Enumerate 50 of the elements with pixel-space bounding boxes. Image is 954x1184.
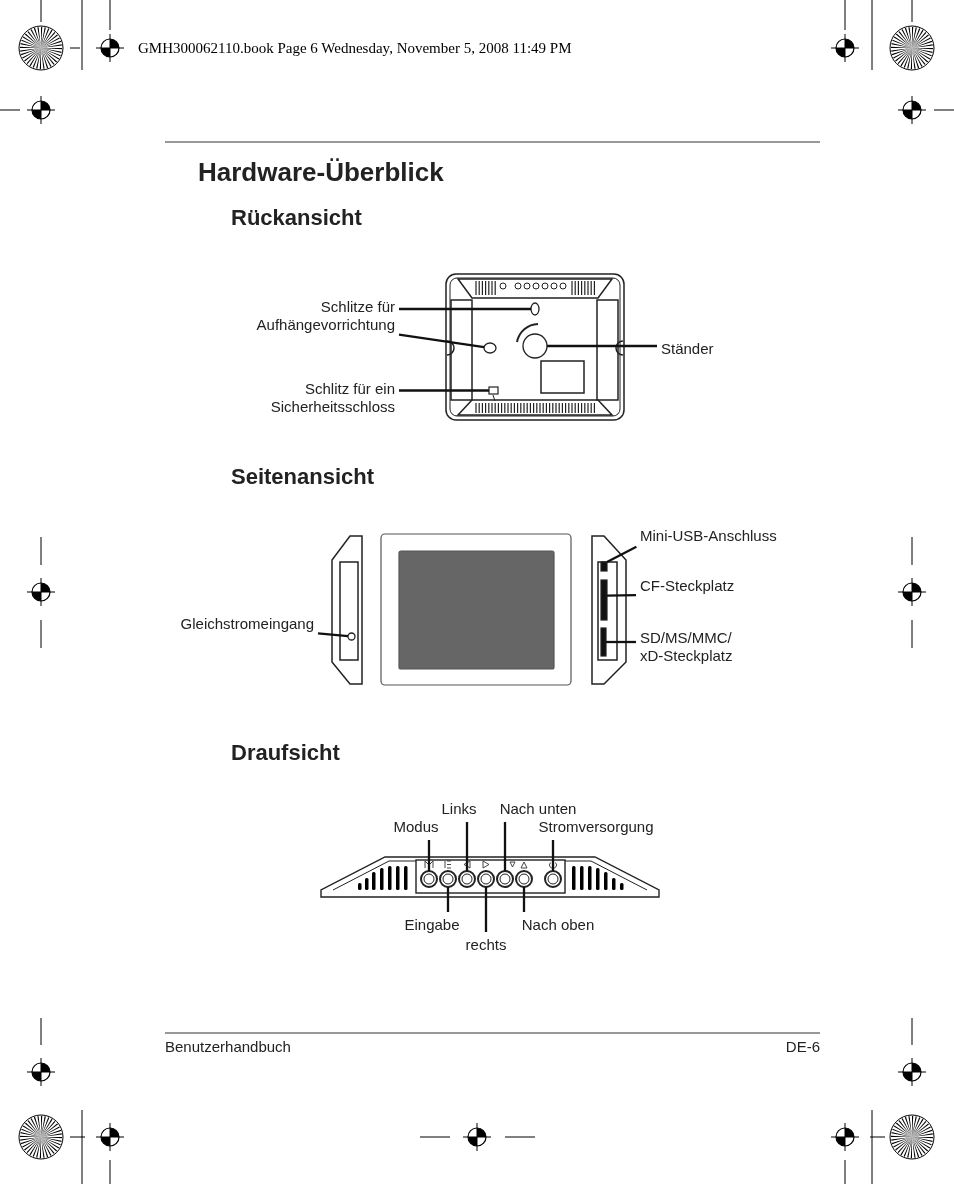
hanging-slot: [483, 342, 497, 354]
round-button: [515, 870, 533, 888]
callout-label: Modus: [386, 818, 446, 836]
callout-label: Nach unten: [490, 800, 586, 818]
leader-line: [465, 822, 469, 871]
power-jack: [347, 632, 356, 641]
callout-label: SD/MS/MMC/ xD-Steckplatz: [640, 629, 745, 665]
leader-line: [399, 307, 531, 311]
leader-line: [607, 593, 636, 597]
leader-line: [446, 887, 450, 912]
section-heading: Rückansicht: [231, 205, 362, 231]
lock-slot: [488, 386, 499, 395]
page-title: Hardware-Überblick: [198, 157, 444, 188]
print-slug: GMH300062110.book Page 6 Wednesday, November 5, 2008 11:49 PM: [138, 40, 572, 57]
leader-line: [427, 840, 431, 871]
round-button: [544, 870, 562, 888]
callout-label: Mini-USB-Anschluss: [640, 527, 777, 545]
leader-line: [547, 344, 657, 348]
callout-label: Nach oben: [508, 916, 608, 934]
callout-label: Schlitze für Aufhängevorrichtung: [235, 298, 395, 334]
leader-line: [399, 389, 489, 392]
leader-line: [551, 840, 555, 871]
round-button: [496, 870, 514, 888]
card-slot: [600, 627, 607, 657]
footer-text: Benutzerhandbuch: [165, 1038, 291, 1055]
page-number: DE-6: [785, 1038, 820, 1055]
leader-line: [503, 822, 507, 871]
round-button: [420, 870, 438, 888]
callout-label: Eingabe: [397, 916, 467, 934]
round-button: [458, 870, 476, 888]
leader-line: [398, 333, 485, 349]
keyhole-slot: [530, 302, 540, 316]
callout-label: Schlitz für ein Sicherheitsschloss: [255, 380, 395, 416]
stand-dial: [522, 333, 548, 359]
section-heading: Draufsicht: [231, 740, 340, 766]
leader-line: [606, 640, 636, 644]
card-slot: [600, 579, 608, 621]
leader-line: [317, 632, 349, 638]
section-heading: Seitenansicht: [231, 464, 375, 490]
leader-line: [522, 887, 526, 912]
round-button: [477, 870, 495, 888]
round-button: [439, 870, 457, 888]
callout-label: Stromversorgung: [526, 818, 666, 836]
callout-label: CF-Steckplatz: [640, 577, 735, 595]
leader-line: [484, 887, 488, 932]
usb-port: [600, 561, 608, 572]
callout-label: Links: [430, 800, 488, 818]
callout-label: rechts: [456, 936, 516, 954]
callout-label: Gleichstromeingang: [180, 615, 314, 633]
callout-label: Ständer: [661, 340, 714, 358]
